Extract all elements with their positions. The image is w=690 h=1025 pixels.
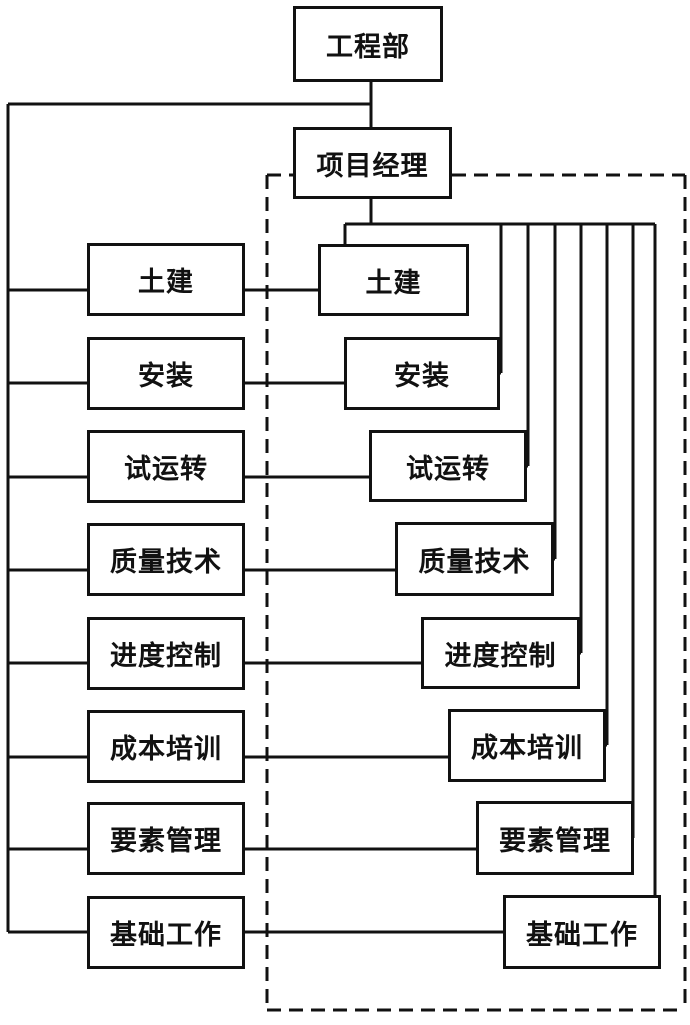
unit-box-civil: 土建 [318,244,469,316]
project-manager-label: 项目经理 [316,150,429,182]
dept-box-schedule: 进度控制 [87,617,245,690]
unit-box-basic-work: 基础工作 [503,895,661,969]
unit-box-schedule: 进度控制 [421,617,580,689]
dept-box-install: 安装 [87,337,245,410]
unit-label-install: 安装 [394,361,450,392]
dept-label-factors: 要素管理 [110,826,222,857]
unit-label-civil: 土建 [365,267,422,299]
engineering-dept-box: 工程部 [293,6,443,82]
dept-label-trial-run: 试运转 [124,454,208,485]
dept-label-quality: 质量技术 [110,547,222,578]
unit-label-cost-training: 成本培训 [471,733,583,764]
dept-box-civil: 土建 [87,243,245,316]
unit-label-trial-run: 试运转 [406,453,490,485]
dept-label-install: 安装 [138,361,194,392]
unit-box-install: 安装 [344,337,500,410]
project-manager-box: 项目经理 [293,127,452,199]
dept-label-cost-training: 成本培训 [110,734,222,765]
unit-label-schedule: 进度控制 [444,640,557,672]
dept-label-schedule: 进度控制 [110,641,222,672]
unit-box-cost-training: 成本培训 [448,709,606,782]
dept-box-trial-run: 试运转 [87,430,245,503]
dept-label-basic-work: 基础工作 [110,920,222,951]
unit-box-quality: 质量技术 [395,522,554,596]
unit-label-basic-work: 基础工作 [526,919,638,951]
unit-label-quality: 质量技术 [418,546,531,578]
engineering-dept-label: 工程部 [326,31,410,63]
unit-label-factors: 要素管理 [499,825,611,857]
unit-box-trial-run: 试运转 [369,430,527,502]
dept-box-basic-work: 基础工作 [87,896,245,969]
dept-label-civil: 土建 [138,267,194,298]
dept-box-cost-training: 成本培训 [87,710,245,783]
unit-box-factors: 要素管理 [476,801,634,875]
dept-box-factors: 要素管理 [87,802,245,875]
dept-box-quality: 质量技术 [87,523,245,596]
